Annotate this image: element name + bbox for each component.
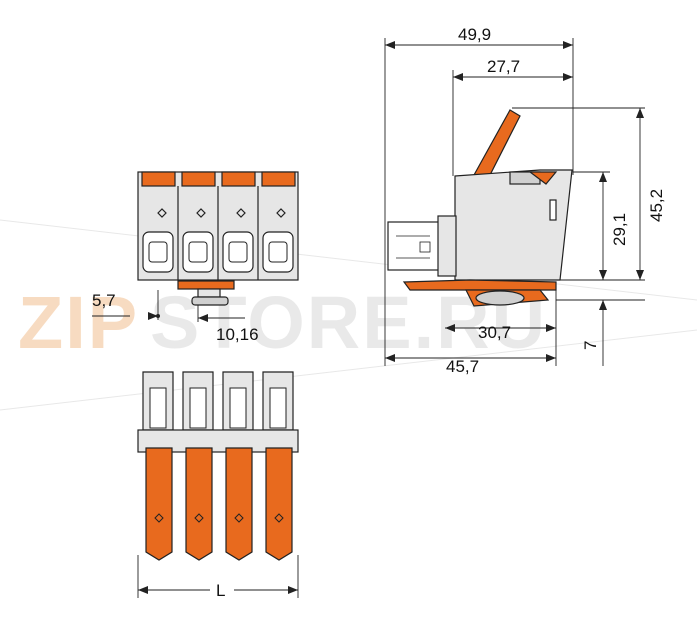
bottom-orange-levers <box>145 447 293 561</box>
dim-total-length: 49,9 <box>458 25 491 44</box>
dim-height-lower: 7 <box>581 341 600 350</box>
dim-pitch: 10,16 <box>216 325 259 344</box>
dim-upper-length: 27,7 <box>487 57 520 76</box>
bottom-view <box>137 371 299 598</box>
dim-height-total: 45,2 <box>647 189 666 222</box>
side-body <box>454 169 573 281</box>
front-tab-4 <box>261 171 296 187</box>
front-view <box>92 171 299 322</box>
side-foot <box>402 279 557 291</box>
watermark: ZIP STORE.RU <box>0 219 697 411</box>
dim-offset: 5,7 <box>92 291 116 310</box>
bottom-body-band <box>137 429 299 453</box>
dim-L: L <box>216 581 225 600</box>
side-dimension-lines <box>384 38 645 366</box>
dim-height-body: 29,1 <box>610 213 629 246</box>
dim-base-length: 45,7 <box>446 357 479 376</box>
dim-lower-length: 30,7 <box>478 323 511 342</box>
front-tab-1 <box>141 171 176 187</box>
side-lever <box>472 109 521 176</box>
front-foot <box>177 280 235 290</box>
side-view <box>384 38 645 366</box>
watermark-text-zip: ZIP <box>18 281 139 364</box>
side-pin-block <box>387 221 441 271</box>
front-tab-2 <box>181 171 216 187</box>
front-tab-3 <box>221 171 256 187</box>
front-markers <box>157 208 286 218</box>
